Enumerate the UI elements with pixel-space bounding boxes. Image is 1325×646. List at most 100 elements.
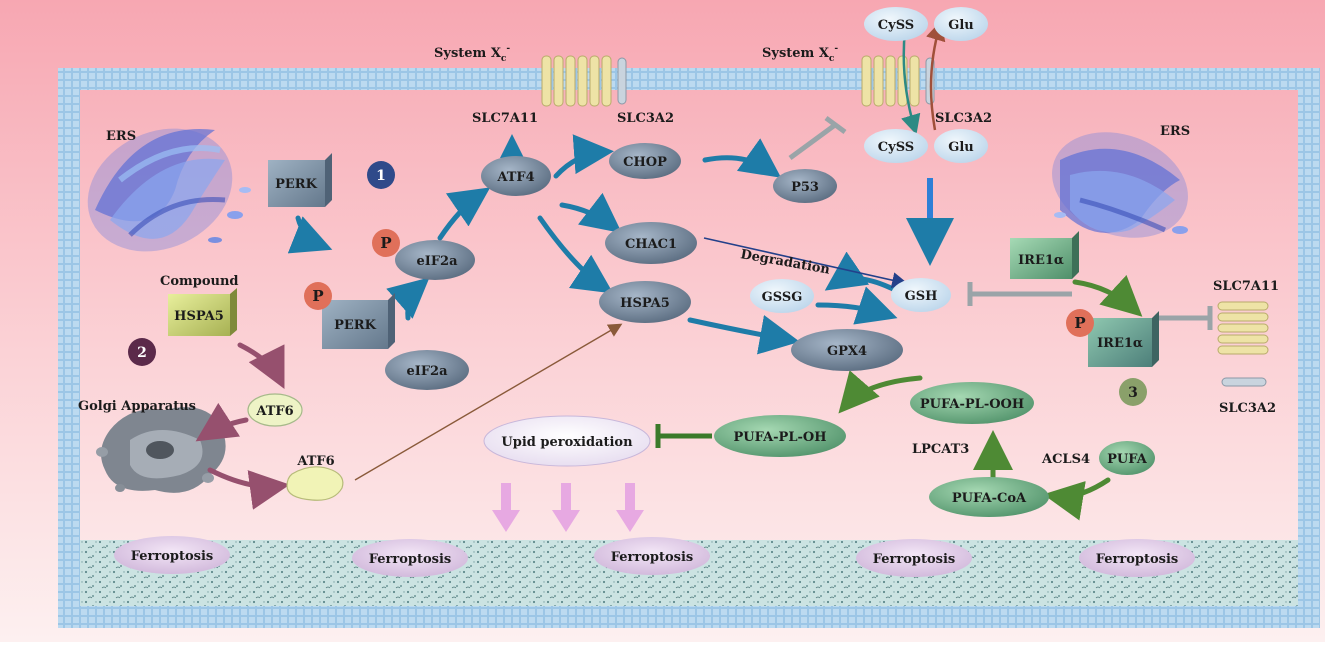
pufa-coa-label: PUFA-CoA	[952, 491, 1027, 506]
hspa5-node	[599, 281, 691, 323]
gpx4-label: GPX4	[827, 344, 867, 359]
arrow-perk-to-p-perk	[287, 215, 333, 254]
golgi-label: Golgi Apparatus	[78, 399, 196, 414]
arrow-atf4-to-chop	[553, 134, 614, 179]
er-organelle-right	[1052, 132, 1188, 238]
inhibit-pufa-pl-oh-upid	[655, 424, 712, 448]
p-ire1a-box	[1088, 311, 1159, 367]
p-badge-perk-label: P	[312, 287, 323, 305]
arrow-gssg-to-gsh	[815, 286, 898, 325]
p53-node	[773, 169, 837, 203]
arrow-golgi-to-atf6	[207, 467, 290, 510]
step-1-label: 1	[376, 168, 386, 184]
ferroptosis-node-1	[114, 536, 230, 574]
arrow-eif2a-to-atf4	[437, 187, 491, 241]
ire1a-box	[1010, 231, 1079, 279]
slc3a2-label-top-left: SLC3A2	[617, 111, 674, 126]
slc3a2-label-right: SLC3A2	[1219, 401, 1276, 416]
inhibit-p53-slc7a11-bar	[824, 115, 847, 135]
arrow-gpx4-to-pufa-pl-oh	[838, 370, 923, 414]
glu-outside-node	[934, 7, 988, 41]
hspa5-compound-box	[168, 288, 237, 336]
atf6-label-b: ATF6	[296, 454, 334, 469]
p-eif2a-label: eIF2a	[416, 254, 458, 269]
step-3-badge	[1119, 378, 1147, 406]
step-1-badge	[367, 161, 395, 189]
ire1a-box-label: IRE1α	[1018, 253, 1064, 268]
perk-box	[268, 153, 332, 207]
upid-peroxidation-node	[483, 415, 651, 467]
gsh-label: GSH	[905, 289, 938, 304]
p53-label: P53	[791, 180, 819, 195]
ferroptosis-arrows	[492, 483, 644, 532]
membrane-right	[1298, 68, 1320, 628]
step-2-badge	[128, 338, 156, 366]
gsh-node	[891, 278, 951, 312]
hspa5-box-label: HSPA5	[174, 309, 224, 324]
p-badge-eif2a	[372, 229, 400, 257]
slc7a11-label-top: SLC7A11	[472, 111, 538, 126]
chac1-node	[605, 222, 697, 264]
ferroptosis-node-3	[594, 537, 710, 575]
pufa-node	[1099, 441, 1155, 475]
chop-node	[609, 143, 681, 179]
membrane-left	[58, 68, 80, 628]
p-perk-box-label: PERK	[334, 318, 376, 333]
ferroptosis-node-4	[856, 539, 972, 577]
cyss-inside-label: CySS	[878, 140, 914, 155]
atf4-label: ATF4	[496, 170, 534, 185]
eif2a-label: eIF2a	[406, 364, 448, 379]
chac1-label: CHAC1	[625, 237, 677, 252]
arrow-atf4-to-hspa5	[537, 215, 614, 294]
lpcat3-label: LPCAT3	[912, 442, 969, 457]
slc7a11-label-right: SLC7A11	[1213, 279, 1279, 294]
pufa-pl-ooh-label: PUFA-PL-OOH	[920, 397, 1024, 412]
acls4-label: ACLS4	[1041, 452, 1090, 467]
pufa-pl-oh-label: PUFA-PL-OH	[734, 430, 827, 445]
inhibit-p53-slc7a11	[788, 122, 837, 161]
step-2-label: 2	[137, 345, 147, 361]
arrow-glu-export	[926, 20, 946, 131]
ferroptosis-label-3: Ferroptosis	[611, 550, 694, 565]
arrow-eif2a-to-p-eif2a	[386, 277, 430, 321]
atf6-node-a	[247, 393, 303, 427]
arrow-atf6-to-golgi	[195, 402, 249, 442]
ferroptosis-node-2	[352, 539, 468, 577]
p-ire1a-box-label: IRE1α	[1097, 336, 1143, 351]
arrow-hspa5-to-gpx4	[687, 315, 800, 355]
system-xc-transporter-right	[861, 55, 935, 107]
glu-inside-label: Glu	[948, 140, 974, 155]
ers-label-right: ERS	[1160, 124, 1190, 139]
p-eif2a-node	[395, 240, 475, 280]
system-xc-label-right: System Xc-	[762, 44, 838, 64]
arrow-cyss-import	[901, 29, 921, 135]
slc3a2-label-top-right: SLC3A2	[935, 111, 992, 126]
arrow-ire1a-to-p-ire1a	[1072, 274, 1143, 317]
p-badge-perk	[304, 282, 332, 310]
arrow-atf4-to-chac1	[559, 192, 622, 234]
pufa-pl-oh-node	[714, 415, 846, 457]
system-xc-transporter-left	[541, 55, 627, 107]
p-badge-ire1a	[1066, 309, 1094, 337]
cyss-inside-node	[864, 129, 928, 163]
upid-peroxidation-label: Upid peroxidation	[501, 435, 633, 450]
p-perk-box	[322, 293, 395, 349]
atf6-label-a: ATF6	[255, 404, 293, 419]
glu-inside-node	[934, 129, 988, 163]
compound-label: Compound	[160, 274, 239, 289]
p-badge-eif2a-label: P	[380, 234, 391, 252]
ers-label-left: ERS	[106, 129, 136, 144]
golgi-organelle	[96, 407, 226, 493]
ferroptosis-label-5: Ferroptosis	[1096, 552, 1179, 567]
p-badge-ire1a-label: P	[1074, 314, 1085, 332]
arrow-chop-to-p53	[702, 138, 782, 178]
arrow-pufa-to-pufa-coa	[1043, 477, 1111, 521]
inhibition-lines	[788, 115, 1213, 330]
perk-box-label: PERK	[275, 177, 317, 192]
gssg-node	[750, 279, 814, 313]
ferroptosis-label-2: Ferroptosis	[369, 552, 452, 567]
cyss-outside-label: CySS	[878, 18, 914, 33]
arrow-hspa5-box-to-atf6	[237, 342, 285, 389]
er-organelle-left	[87, 128, 251, 252]
